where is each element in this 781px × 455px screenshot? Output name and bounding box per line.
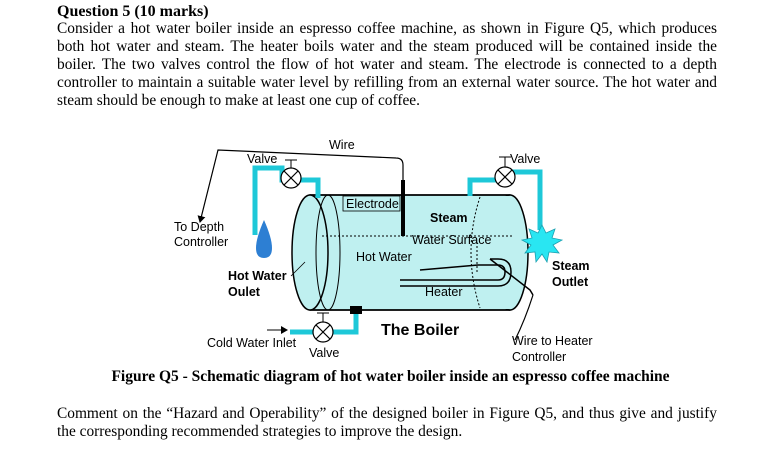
label-hot-water-outlet-1: Hot Water	[228, 269, 287, 283]
question-title: Question 5 (10 marks)	[57, 3, 209, 20]
steam-burst-icon	[520, 224, 564, 264]
figure-caption: Figure Q5 - Schematic diagram of hot wat…	[111, 368, 670, 385]
heater-wire	[514, 294, 534, 341]
boiler-tank	[291, 194, 529, 311]
question-comment: Comment on the “Hazard and Operability” …	[57, 405, 717, 440]
water-drop-icon	[256, 220, 272, 258]
label-wire: Wire	[329, 138, 355, 152]
label-steam-outlet-1: Steam	[552, 259, 590, 273]
label-valve-bottom: Valve	[309, 346, 339, 360]
question-body: Consider a hot water boiler inside an es…	[57, 20, 717, 109]
label-valve-right: Valve	[510, 152, 540, 166]
valve-right-icon	[494, 156, 516, 188]
label-water-surface: Water Surface	[412, 233, 491, 247]
label-boiler-title: The Boiler	[381, 322, 459, 339]
cold-water-pipe	[290, 310, 359, 335]
label-wire-to-heater-1: Wire to Heater	[512, 334, 593, 348]
label-wire-to-heater-2: Controller	[512, 350, 566, 364]
label-to-depth-1: To Depth	[174, 220, 224, 234]
label-hot-water: Hot Water	[356, 250, 412, 264]
label-to-depth-2: Controller	[174, 235, 228, 249]
label-heater: Heater	[425, 285, 463, 299]
heater-coil	[400, 258, 534, 296]
label-cold-water-inlet: Cold Water Inlet	[207, 336, 297, 350]
label-steam: Steam	[430, 211, 468, 225]
label-valve-left: Valve	[247, 152, 277, 166]
valve-bottom-icon	[312, 312, 334, 343]
electrode	[401, 180, 405, 236]
valve-left-icon	[280, 159, 302, 189]
label-steam-outlet-2: Outlet	[552, 275, 589, 289]
label-electrode: Electrode	[346, 197, 399, 211]
label-hot-water-outlet-2: Oulet	[228, 285, 261, 299]
